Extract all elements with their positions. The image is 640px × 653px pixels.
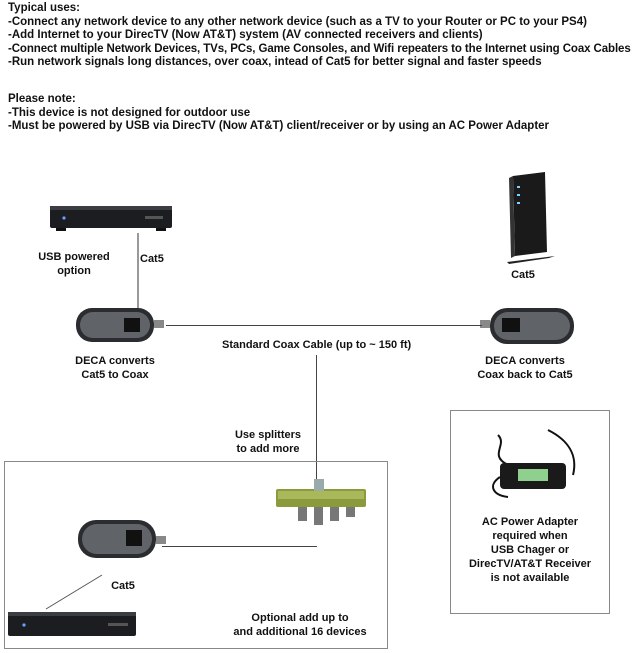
receiver-bottom-image xyxy=(8,612,136,636)
splitter-image xyxy=(276,479,366,525)
optional-label-line1: Optional add up to xyxy=(251,612,349,624)
power-adapter-box xyxy=(450,410,610,614)
deca-bottom-image xyxy=(78,520,166,558)
intro-heading: Typical uses: xyxy=(8,2,81,14)
adapter-label-line4: DirecTV/AT&T Receiver xyxy=(468,558,592,570)
splitters-label-line2: to add more xyxy=(236,443,300,455)
cat5-bottom-line xyxy=(45,574,103,610)
cat5-label-router: Cat5 xyxy=(511,269,535,281)
use-item-2: -Add Internet to your DirecTV (Now AT&T)… xyxy=(8,29,483,42)
splitters-label-line1: Use splitters xyxy=(234,429,302,441)
deca-right-label-line2: Coax back to Cat5 xyxy=(477,369,573,381)
usb-powered-label-line2: option xyxy=(57,265,91,277)
cat5-label-top-left: Cat5 xyxy=(140,253,164,265)
optional-label-line2: and additional 16 devices xyxy=(233,626,367,638)
deca-left-label-line2: Cat5 to Coax xyxy=(81,369,149,381)
adapter-label-line2: required when xyxy=(492,530,568,542)
router-image xyxy=(507,172,555,264)
optional-devices-box xyxy=(4,461,388,649)
coax-cable-label: Standard Coax Cable (up to ~ 150 ft) xyxy=(222,339,412,351)
adapter-label-line3: USB Chager or xyxy=(490,544,570,556)
receiver-top-image xyxy=(50,206,172,231)
deca-right-label-line1: DECA converts xyxy=(485,355,565,367)
use-item-4: -Run network signals long distances, ove… xyxy=(8,56,542,69)
cat5-label-bottom: Cat5 xyxy=(111,580,135,592)
note-heading: Please note: xyxy=(8,93,76,105)
note-item-1: -This device is not designed for outdoor… xyxy=(8,106,251,119)
deca-left-image xyxy=(76,308,164,342)
adapter-label-line5: is not available xyxy=(490,572,570,584)
usb-powered-label-line1: USB powered xyxy=(38,251,110,263)
note-item-2: -Must be powered by USB via DirecTV (Now… xyxy=(8,120,550,133)
deca-left-label-line1: DECA converts xyxy=(75,355,155,367)
coax-branch-line xyxy=(162,546,317,547)
splitter-feed-line xyxy=(316,355,317,483)
use-item-1: -Connect any network device to any other… xyxy=(8,15,587,28)
power-adapter-image xyxy=(492,429,576,498)
use-item-3: -Connect multiple Network Devices, TVs, … xyxy=(8,42,631,55)
deca-right-image xyxy=(480,308,574,344)
coax-cable-line xyxy=(166,325,482,326)
adapter-label-line1: AC Power Adapter xyxy=(481,516,579,528)
